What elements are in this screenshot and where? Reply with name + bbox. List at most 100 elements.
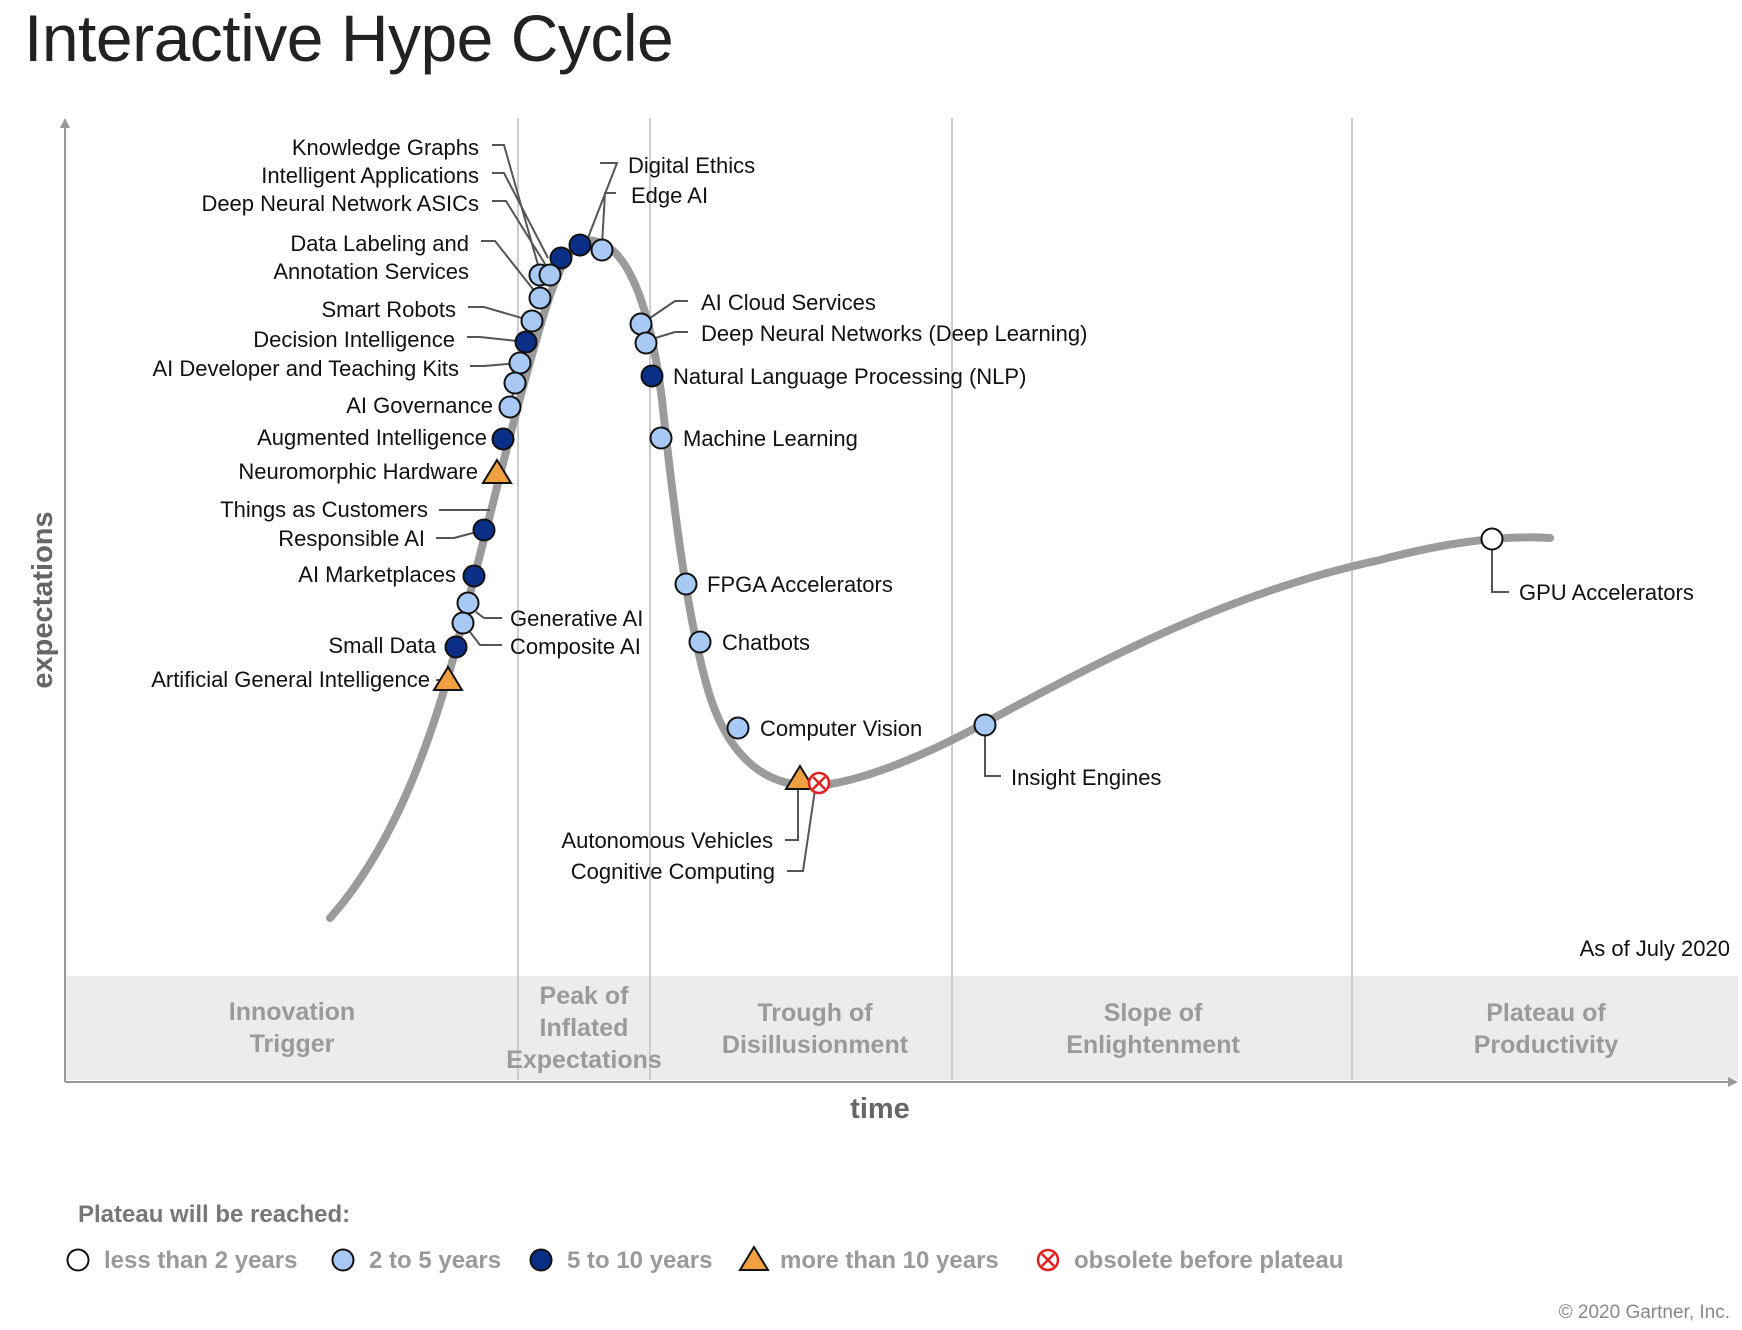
technology-label: Edge AI [631,183,708,208]
phase-label: Slope of [1104,999,1203,1027]
technology-marker [528,286,552,310]
leader-line [984,725,1001,777]
legend-label-gt10: more than 10 years [780,1247,999,1274]
technology-label: GPU Accelerators [1519,580,1694,605]
technology-marker [462,564,486,588]
leader-line [1491,539,1509,593]
technology-label: Insight Engines [1011,765,1161,790]
technology-label: Deep Neural Networks (Deep Learning) [701,321,1087,346]
phase-bands [65,976,1738,1080]
technology-marker [629,312,653,336]
technology-label: Artificial General Intelligence [151,667,430,692]
technology-marker [444,635,468,659]
technology-label: Neuromorphic Hardware [238,459,478,484]
leader-line [787,789,816,872]
technology-label: Responsible AI [278,526,425,551]
leader-line [649,300,688,319]
technology-label: Digital Ethics [628,153,755,178]
leader-line [785,785,799,841]
leader-line [651,331,688,340]
technology-marker [973,713,997,737]
technology-marker [538,263,562,287]
technology-marker [456,591,480,615]
legend-marker-2to5 [331,1248,355,1272]
technology-label: Autonomous Vehicles [561,828,773,853]
technology-marker [498,395,522,419]
copyright: © 2020 Gartner, Inc. [1559,1302,1730,1323]
technology-label: Cognitive Computing [571,859,775,884]
y-axis-arrow [60,118,70,128]
page-title: Interactive Hype Cycle [24,1,674,75]
phase-label: Enlightenment [1066,1031,1240,1059]
x-axis-label: time [850,1093,910,1125]
technology-label: Annotation Services [273,259,469,284]
technology-marker [451,611,475,635]
phase-label: Disillusionment [722,1031,909,1059]
leader-line [470,362,521,367]
legend-label-2to5: 2 to 5 years [369,1247,501,1274]
legend-title: Plateau will be reached: [78,1201,350,1228]
technology-marker [1480,527,1504,551]
leader-line [492,200,551,273]
leader-line [468,306,533,322]
technology-marker [514,330,538,354]
technology-label: Knowledge Graphs [292,135,479,160]
technology-label: Machine Learning [683,426,858,451]
leader-line [583,162,619,249]
legend-marker-gt10 [738,1245,770,1271]
technology-label: AI Developer and Teaching Kits [152,356,459,381]
legend-marker-5to10 [529,1248,553,1272]
technology-marker [688,630,712,654]
phase-label: Trigger [250,1030,335,1058]
leader-line [492,144,541,273]
technology-label: AI Marketplaces [298,562,456,587]
leader-line [601,192,616,246]
x-axis-arrow [1728,1077,1738,1087]
technology-marker [807,771,831,795]
technology-label: Data Labeling and [290,231,469,256]
phase-label: Peak of [540,982,630,1010]
technology-marker [640,364,664,388]
y-axis-label: expectations [27,511,59,688]
legend-label-5to10: 5 to 10 years [567,1247,712,1274]
legend: Plateau will be reached: less than 2 yea… [66,1201,1343,1274]
technology-marker [634,331,658,355]
technology-marker [432,665,464,691]
technology-marker [649,426,673,450]
technology-label: FPGA Accelerators [707,572,893,597]
technology-label: Composite AI [510,634,641,659]
as-of-date: As of July 2020 [1580,936,1730,961]
phase-label: Trough of [757,999,873,1027]
phase-label: Inflated [540,1014,629,1042]
hype-curve [326,236,1554,922]
technology-label: Natural Language Processing (NLP) [673,364,1026,389]
leader-lines [436,144,1509,872]
technology-marker [472,518,496,542]
legend-marker-lt2 [66,1248,90,1272]
technology-label: Computer Vision [760,716,922,741]
legend-marker-obsolete [1036,1248,1060,1272]
technology-marker [503,371,527,395]
technology-label: Deep Neural Network ASICs [201,191,479,216]
phase-label: Productivity [1474,1031,1619,1059]
technology-label: Generative AI [510,606,643,631]
technology-label: AI Cloud Services [701,290,876,315]
technology-marker [726,716,750,740]
legend-label-lt2: less than 2 years [104,1247,297,1274]
phase-dividers [517,118,1353,1080]
technology-label: Chatbots [722,630,810,655]
technology-label: Smart Robots [322,297,457,322]
leader-line [469,631,502,646]
technology-label: Decision Intelligence [253,327,455,352]
technology-marker [508,351,532,375]
technology-marker [520,309,544,333]
phase-label: Plateau of [1486,999,1606,1027]
technology-label: AI Governance [346,393,493,418]
phase-label: Expectations [506,1046,662,1074]
legend-label-obsolete: obsolete before plateau [1074,1247,1343,1274]
technology-marker [674,572,698,596]
technology-label: Things as Customers [220,497,428,522]
